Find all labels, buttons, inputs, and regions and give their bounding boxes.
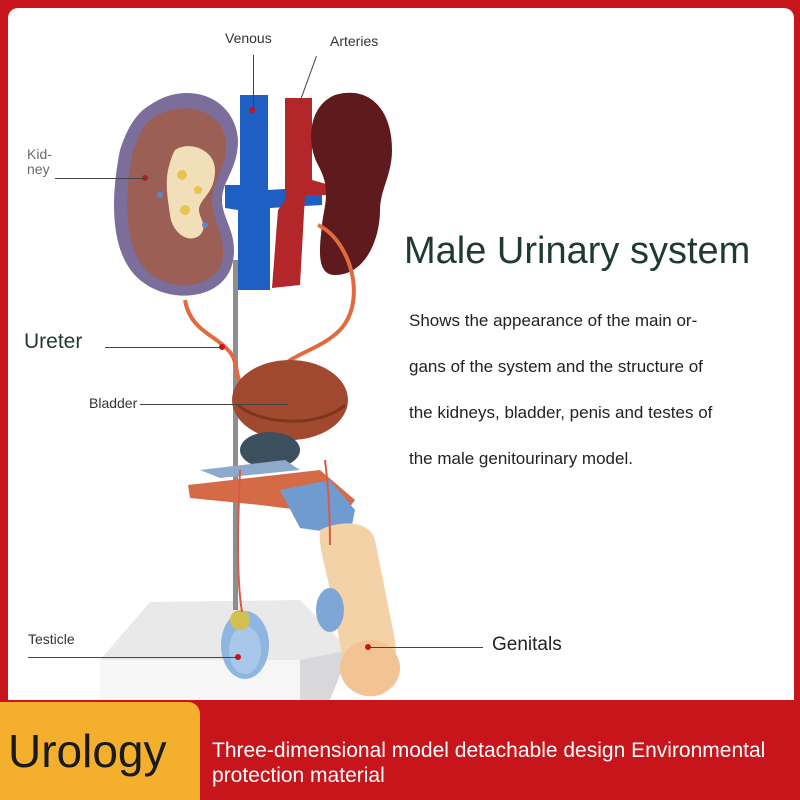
footer-tagline: Three-dimensional model detachable desig…	[212, 739, 766, 787]
category-badge-label: Urology	[8, 725, 167, 777]
description-line-4: the male genitourinary model.	[409, 449, 633, 468]
description-line-3: the kidneys, bladder, penis and testes o…	[409, 403, 713, 422]
venous-label: Venous	[225, 30, 272, 46]
right-kidney	[311, 92, 392, 275]
ureter-leader	[105, 347, 222, 348]
description-line-2: gans of the system and the structure of	[409, 357, 703, 376]
genitals-label: Genitals	[492, 634, 562, 655]
kidney-leader	[55, 178, 147, 179]
right-ureter	[273, 223, 356, 374]
venous-leader	[253, 55, 254, 110]
page-title: Male Urinary system	[404, 230, 751, 272]
stand-rod	[233, 260, 238, 610]
left-ureter	[183, 299, 242, 383]
bladder	[232, 360, 348, 440]
description-line-1: Shows the appearance of the main or-	[409, 311, 698, 330]
bladder-leader	[140, 404, 288, 405]
left-kidney	[114, 92, 238, 296]
genitals-leader	[368, 647, 483, 648]
testicle-label: Testicle	[28, 631, 75, 647]
category-badge	[0, 702, 200, 800]
ureter-label: Ureter	[24, 330, 83, 353]
vena-cava	[225, 95, 322, 290]
testicle-leader	[28, 657, 240, 658]
arteries-label: Arteries	[330, 33, 379, 49]
aorta	[272, 98, 330, 288]
kidney-label: Kid- ney	[27, 146, 52, 177]
bladder-label: Bladder	[89, 395, 138, 411]
